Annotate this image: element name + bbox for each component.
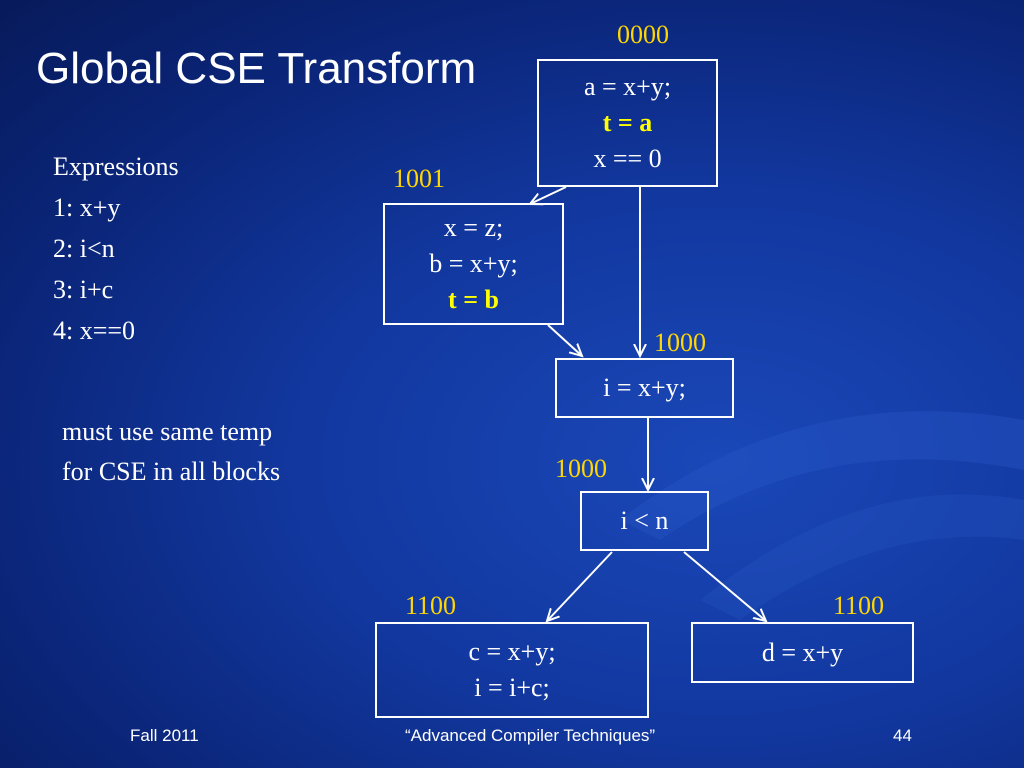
note-text: must use same temp for CSE in all blocks — [62, 412, 280, 492]
footer-course: “Advanced Compiler Techniques” — [405, 726, 656, 745]
edge-b3-b5 — [683, 551, 766, 621]
expression-item: 4: x==0 — [53, 316, 136, 345]
expressions-heading: Expressions — [53, 152, 179, 181]
basic-block-0: a = x+y; t = a x == 0 — [537, 59, 718, 187]
basic-block-5: d = x+y — [691, 622, 914, 683]
expressions-list: Expressions 1: x+y 2: i<n 3: i+c 4: x==0 — [53, 146, 179, 351]
edge-b1-b2 — [547, 324, 582, 356]
footer-date: Fall 2011 — [130, 726, 199, 745]
basic-block-1: x = z; b = x+y; t = b — [383, 203, 564, 325]
note-line: for CSE in all blocks — [62, 457, 281, 486]
block-5-bitvector: 1100 — [833, 591, 885, 620]
block-0-line-temp: t = a — [602, 108, 653, 137]
page-number: 44 — [893, 726, 912, 745]
edge-b3-b4 — [547, 551, 613, 621]
block-3-bitvector: 1000 — [555, 454, 607, 483]
block-4-bitvector: 1100 — [405, 591, 457, 620]
block-3-line: i < n — [620, 506, 669, 535]
expression-item: 3: i+c — [53, 275, 114, 304]
block-4-line: i = i+c; — [474, 673, 550, 702]
block-0-line: x == 0 — [593, 144, 662, 173]
block-2-bitvector: 1000 — [654, 328, 706, 357]
expression-item: 1: x+y — [53, 193, 121, 222]
note-line: must use same temp — [62, 417, 273, 446]
block-2-line: i = x+y; — [603, 373, 686, 402]
edge-b0-b1 — [530, 186, 567, 204]
block-1-line-temp: t = b — [448, 285, 499, 314]
basic-block-3: i < n — [580, 491, 709, 551]
block-1-bitvector: 1001 — [393, 164, 445, 193]
basic-block-4: c = x+y; i = i+c; — [375, 622, 649, 718]
expression-item: 2: i<n — [53, 234, 115, 263]
block-4-line: c = x+y; — [468, 637, 556, 666]
basic-block-2: i = x+y; — [555, 358, 734, 418]
block-0-line: a = x+y; — [583, 72, 672, 101]
slide-title: Global CSE Transform — [36, 44, 477, 93]
block-5-line: d = x+y — [761, 637, 844, 667]
block-1-line: x = z; — [443, 213, 504, 242]
block-0-bitvector: 0000 — [617, 20, 669, 49]
block-1-line: b = x+y; — [429, 249, 518, 278]
